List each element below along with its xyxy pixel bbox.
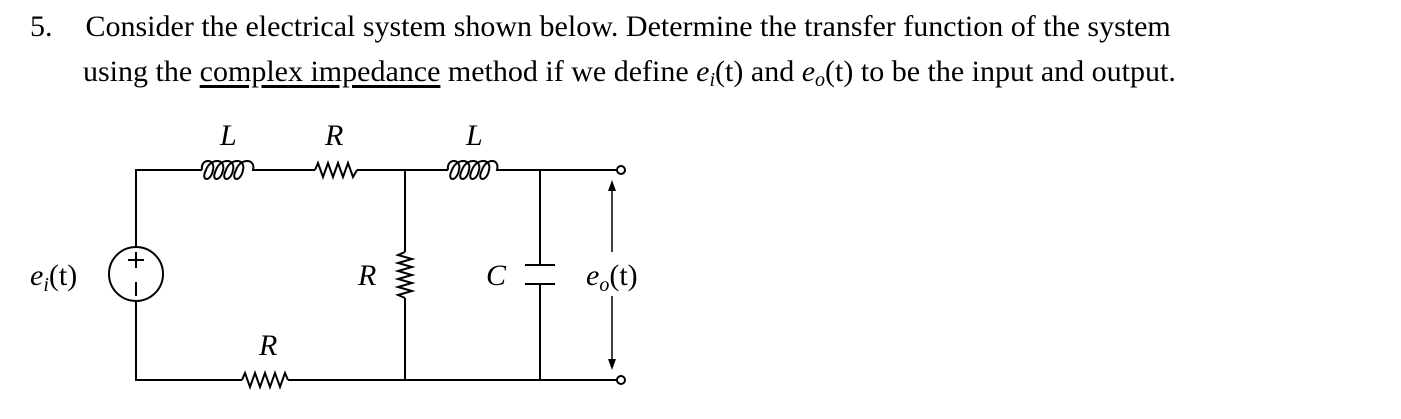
problem-line-1: 5. Consider the electrical system shown …: [30, 10, 1171, 44]
underlined-term: complex impedance: [199, 55, 441, 88]
label-capacitor: C: [486, 259, 507, 292]
problem-line-1-text: Consider the electrical system shown bel…: [85, 10, 1171, 43]
label-inductor-top-left: L: [219, 119, 237, 152]
label-inductor-top-right: L: [465, 119, 483, 152]
problem-line-2-a: using the: [83, 55, 193, 88]
input-signal-symbol: ei(t): [696, 55, 744, 91]
output-signal-symbol: eo(t): [801, 55, 854, 91]
problem-line-2: using the complex impedance method if we…: [83, 55, 1176, 91]
output-voltage-arrows: [608, 180, 616, 370]
label-resistor-bottom: R: [258, 329, 277, 362]
resistor-shunt: [394, 251, 416, 299]
resistor-top: [314, 160, 358, 180]
output-terminal-bottom: [616, 375, 626, 385]
circuit-wires: [135, 169, 617, 381]
label-output-voltage: eo(t): [586, 259, 638, 296]
problem-line-2-b: method if we define: [447, 55, 689, 88]
output-terminal-top: [616, 165, 626, 175]
label-source-voltage: ei(t): [30, 259, 77, 296]
voltage-source: [108, 246, 164, 302]
problem-line-2-c: to be the input and output.: [860, 55, 1176, 88]
capacitor: [525, 264, 555, 285]
label-resistor-shunt: R: [357, 259, 376, 292]
inductor-top-left: [200, 160, 258, 180]
problem-number: 5.: [30, 10, 53, 43]
label-resistor-top: R: [324, 119, 343, 152]
resistor-bottom: [241, 370, 289, 390]
and-word: and: [750, 55, 795, 88]
inductor-top-right: [446, 160, 502, 180]
